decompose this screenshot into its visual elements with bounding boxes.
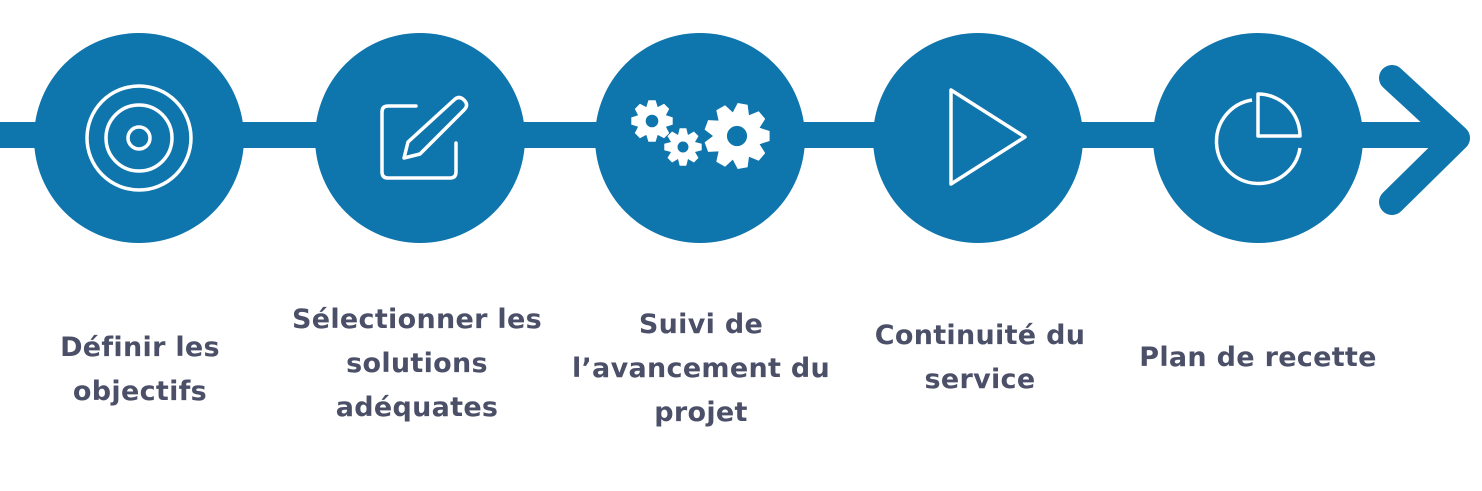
step-circle-3	[595, 33, 805, 243]
arrow-head-icon	[1379, 65, 1470, 215]
step-circle-4	[873, 33, 1083, 243]
step-label-5: Plan de recette	[1139, 342, 1377, 373]
play-icon	[949, 88, 1027, 186]
target-icon	[85, 84, 193, 192]
gear-large-icon	[704, 103, 770, 169]
step-circle-2	[315, 33, 525, 243]
step-circle-1	[34, 33, 244, 243]
gear-small-icon	[631, 100, 673, 142]
step-label-3: Suivi de l’avancement du projet	[571, 309, 831, 428]
gears-icon	[631, 100, 770, 169]
pie-chart-icon	[1214, 92, 1302, 186]
process-timeline	[0, 33, 1470, 243]
step-label-1: Définir les objectifs	[60, 332, 220, 407]
gear-medium-icon	[664, 128, 702, 166]
step-label-2: Sélectionner les solutions adéquates	[292, 304, 542, 423]
edit-icon	[380, 95, 469, 180]
step-circle-5	[1153, 33, 1363, 243]
step-label-4: Continuité du service	[874, 320, 1086, 395]
